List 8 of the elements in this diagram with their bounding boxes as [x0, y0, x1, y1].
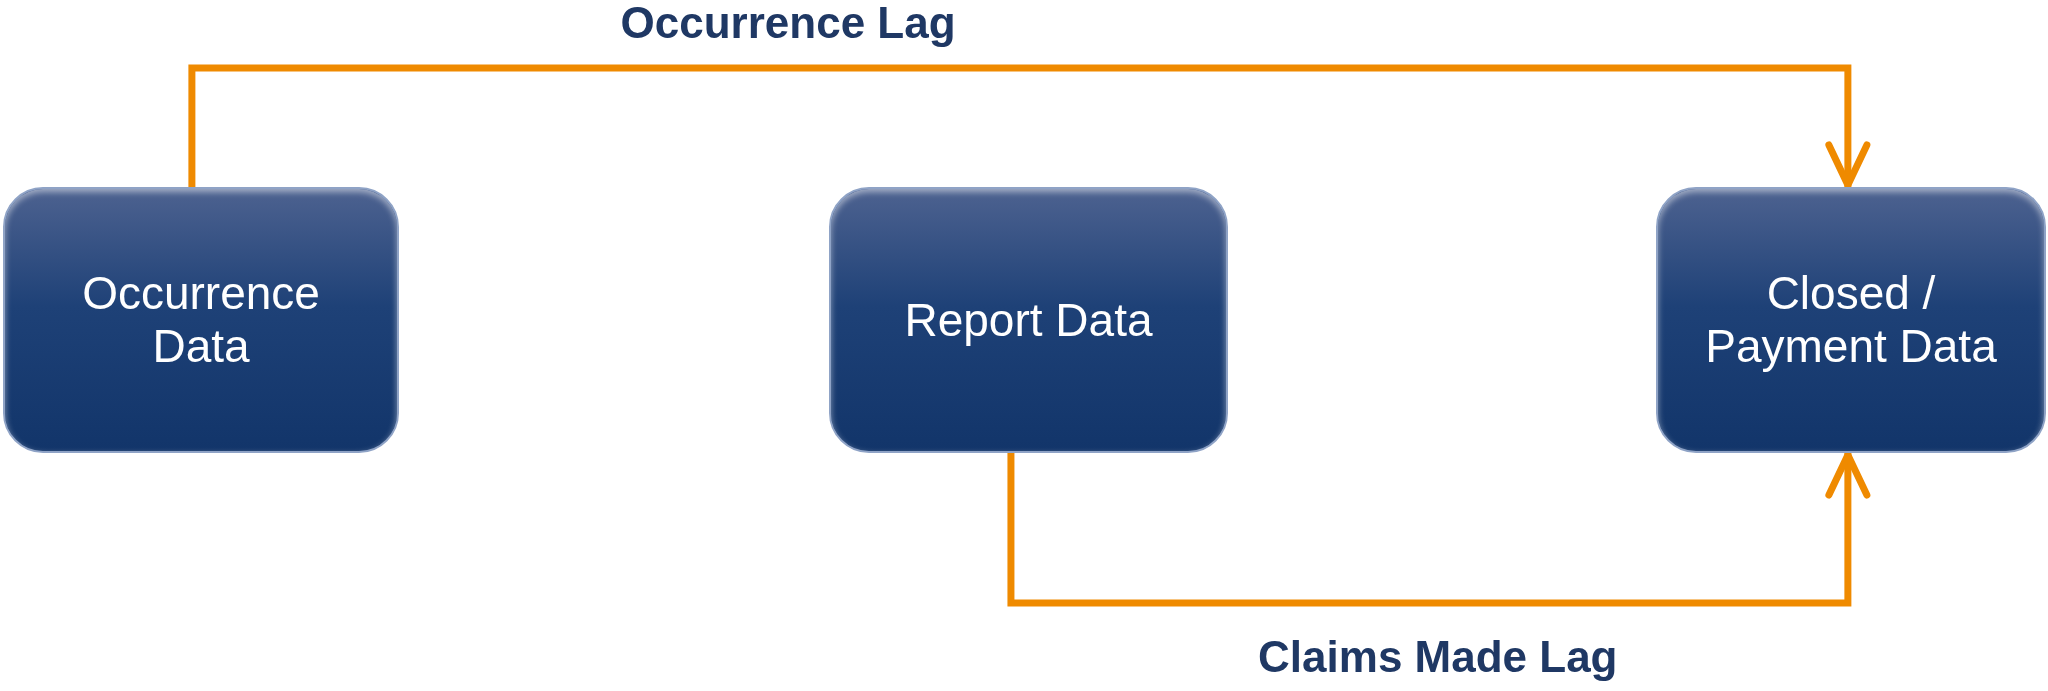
box-label: Occurrence Data: [81, 267, 321, 373]
box-label: Closed / Payment Data: [1704, 267, 1998, 373]
process-box: [829, 187, 1228, 453]
process-box: [3, 187, 399, 453]
connector-arrow: [188, 64, 1871, 189]
process-box: [1656, 187, 2046, 453]
box-label: Report Data: [904, 293, 1153, 347]
connector-arrow: [1007, 451, 1871, 607]
